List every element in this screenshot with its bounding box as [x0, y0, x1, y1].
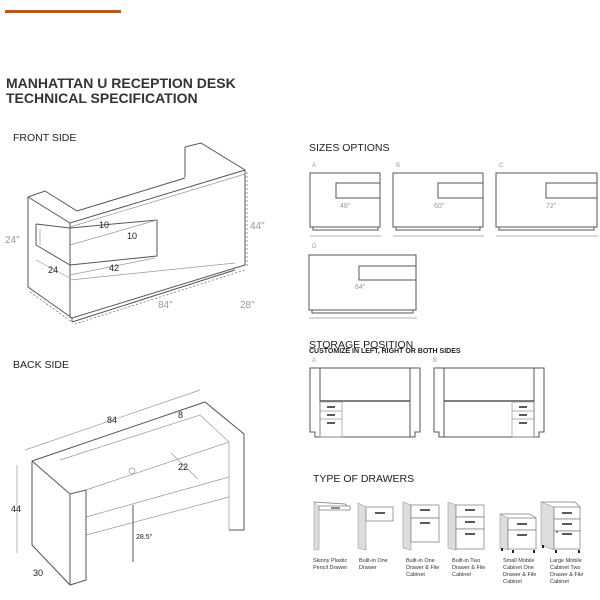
size-option-b: B 60"	[392, 163, 484, 237]
dim-cut-d: 24	[48, 265, 58, 275]
svg-text:Skinny Plastic: Skinny Plastic	[313, 558, 347, 564]
svg-text:Cabinet Two: Cabinet Two	[550, 565, 580, 571]
drawer-skinny-pencil: Skinny Plastic Pencil Drawer	[313, 501, 352, 571]
dim-back-length: 84	[107, 415, 117, 425]
svg-text:48": 48"	[340, 203, 351, 210]
storage-heading: STORAGE POSITION	[309, 339, 414, 351]
svg-text:Large Mobile: Large Mobile	[550, 558, 582, 564]
dim-back-top: 8	[178, 410, 183, 420]
dim-back-depth: 30	[33, 568, 43, 578]
svg-text:Drawer & File: Drawer & File	[406, 565, 439, 571]
storage-option-b: B	[433, 358, 545, 438]
dim-cut-w: 42	[109, 263, 119, 273]
sizes-heading: SIZES OPTIONS	[309, 142, 390, 154]
dim-back-knee: 28.5"	[136, 534, 153, 541]
dim-front-height-left: 24"	[5, 235, 20, 246]
size-option-d: D 84"	[308, 244, 417, 319]
drawer-large-mobile: Large Mobile Cabinet Two Drawer & File C…	[540, 501, 583, 585]
svg-text:Cabinet: Cabinet	[406, 572, 425, 578]
accent-bar	[5, 10, 121, 13]
svg-text:Built-in One: Built-in One	[359, 558, 388, 564]
svg-text:Cabinet One: Cabinet One	[503, 565, 534, 571]
svg-text:60": 60"	[434, 203, 445, 210]
svg-text:A: A	[312, 163, 316, 169]
back-desk-drawing: 84 8 22 44 28.5" 30	[11, 389, 245, 586]
size-option-c: C 72"	[495, 163, 598, 237]
dim-cut-h2: 10	[127, 231, 137, 241]
dim-cut-h1: 10	[99, 220, 109, 230]
svg-text:B: B	[433, 358, 437, 364]
size-option-a: A 48"	[309, 163, 381, 237]
svg-text:Small Mobile: Small Mobile	[503, 558, 534, 564]
svg-text:Cabinet: Cabinet	[452, 572, 471, 578]
svg-text:Cabinet: Cabinet	[550, 579, 569, 585]
svg-text:Drawer & File: Drawer & File	[503, 572, 536, 578]
drawer-built-in-two-file: Built-in Two Drawer & File Cabinet	[447, 501, 485, 578]
drawer-built-in-one: Built-in One Drawer	[357, 502, 394, 571]
storage-option-a: A	[309, 358, 421, 438]
svg-text:Drawer: Drawer	[359, 565, 377, 571]
storage-subheading: CUSTOMIZE IN LEFT, RIGHT OR BOTH SIDES	[309, 348, 461, 355]
svg-text:Pencil Drawer: Pencil Drawer	[313, 565, 347, 571]
svg-text:B: B	[396, 163, 400, 169]
back-side-heading: BACK SIDE	[13, 359, 70, 371]
dim-front-length: 84"	[158, 300, 173, 311]
dim-front-height-right: 44"	[250, 221, 265, 232]
page-title: MANHATTAN U RECEPTION DESK TECHNICAL SPE…	[6, 76, 236, 106]
title-line-1: MANHATTAN U RECEPTION DESK	[6, 75, 236, 91]
svg-text:Drawer & File: Drawer & File	[452, 565, 485, 571]
svg-text:84": 84"	[355, 284, 366, 291]
title-line-2: TECHNICAL SPECIFICATION	[6, 90, 198, 106]
drawer-built-in-one-file: Built-in One Drawer & File Cabinet	[402, 501, 440, 578]
svg-text:Built-in One: Built-in One	[406, 558, 435, 564]
svg-text:A: A	[312, 358, 316, 364]
dim-back-inner: 22	[178, 462, 188, 472]
svg-text:C: C	[499, 163, 504, 169]
svg-text:Cabinet: Cabinet	[503, 579, 522, 585]
dim-front-depth: 28"	[240, 300, 255, 311]
dim-back-height: 44	[11, 504, 21, 514]
svg-text:Drawer & File: Drawer & File	[550, 572, 583, 578]
front-desk-drawing: 24" 44" 84" 28" 10 10 42 24	[5, 142, 265, 325]
drawers-heading: TYPE OF DRAWERS	[313, 473, 415, 485]
svg-text:72": 72"	[546, 203, 557, 210]
svg-text:D: D	[312, 244, 317, 250]
svg-text:Built-in Two: Built-in Two	[452, 558, 480, 564]
drawer-small-mobile: Small Mobile Cabinet One Drawer & File C…	[499, 513, 537, 585]
front-side-heading: FRONT SIDE	[13, 132, 77, 144]
